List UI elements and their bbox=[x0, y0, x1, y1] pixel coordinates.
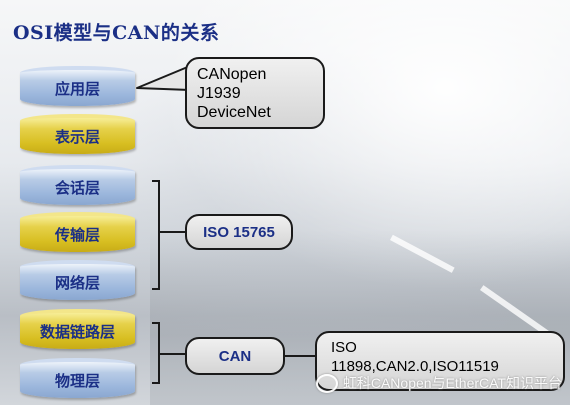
bracket-datalink-physical bbox=[152, 322, 160, 384]
protocol-devicenet: DeviceNet bbox=[197, 104, 271, 121]
callout-pointer-application bbox=[136, 65, 191, 91]
protocol-canopen: CANopen bbox=[197, 66, 267, 83]
layer-data-link: 数据链路层 bbox=[20, 309, 135, 349]
callout-application-protocols: CANopen J1939 DeviceNet bbox=[185, 57, 325, 129]
page-title: OSI模型与CAN的关系 bbox=[13, 22, 220, 44]
layer-presentation: 表示层 bbox=[20, 114, 135, 154]
watermark: 虹科CANopen与EtherCAT知识平台 bbox=[315, 373, 562, 393]
wechat-icon bbox=[315, 373, 338, 393]
standards-line-1: ISO bbox=[331, 339, 357, 356]
protocol-j1939: J1939 bbox=[197, 85, 241, 102]
standards-line-2: 11898,CAN2.0,ISO11519 bbox=[331, 358, 499, 375]
can-label: CAN bbox=[218, 347, 252, 365]
callout-iso15765: ISO 15765 bbox=[185, 214, 293, 250]
callout-can: CAN bbox=[185, 337, 285, 375]
iso15765-label: ISO 15765 bbox=[203, 223, 275, 241]
layer-session: 会话层 bbox=[20, 165, 135, 205]
layer-application: 应用层 bbox=[20, 66, 135, 106]
callout-standards: ISO 11898,CAN2.0,ISO11519 bbox=[315, 331, 565, 391]
bracket-session-to-network bbox=[152, 180, 160, 290]
layer-transport: 传输层 bbox=[20, 212, 135, 252]
layer-physical: 物理层 bbox=[20, 358, 135, 398]
watermark-text: 虹科CANopen与EtherCAT知识平台 bbox=[342, 375, 562, 391]
layer-network: 网络层 bbox=[20, 260, 135, 300]
